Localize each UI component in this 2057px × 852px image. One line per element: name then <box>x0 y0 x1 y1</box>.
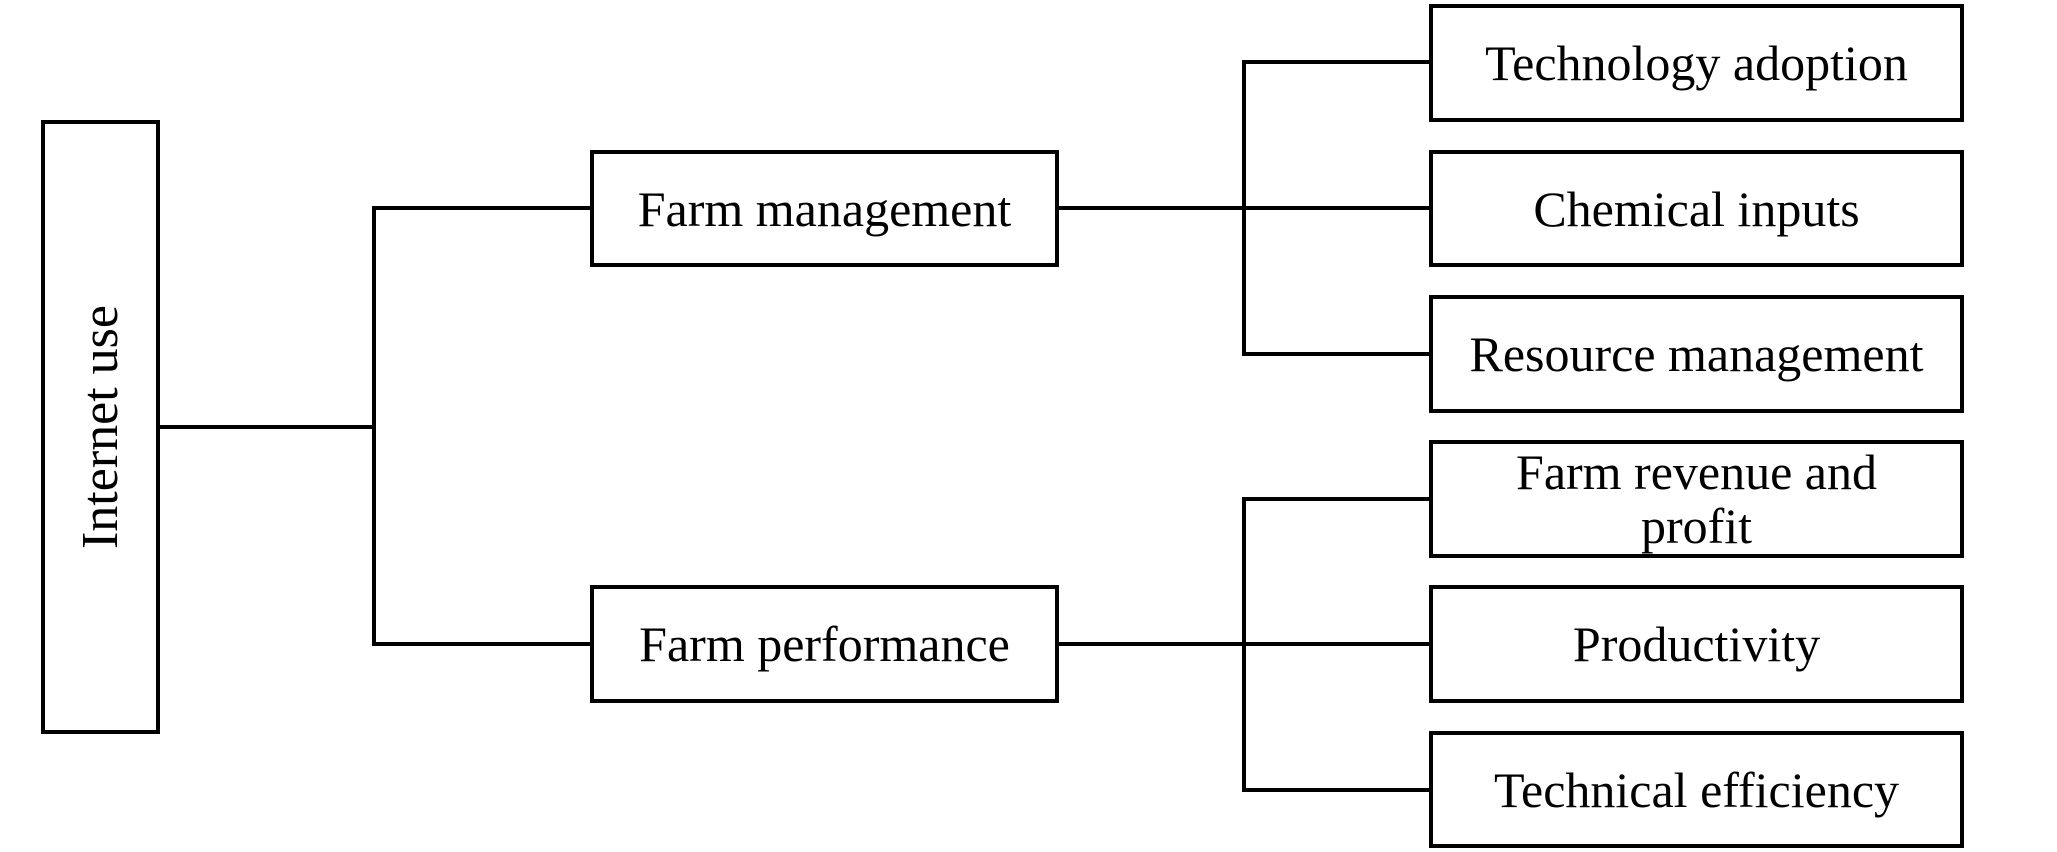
chemical-inputs-label: Chemical inputs <box>1533 180 1860 237</box>
technical-efficiency-label: Technical efficiency <box>1493 761 1900 818</box>
root-to-branches-connector <box>158 206 593 646</box>
technology-adoption-box: Technology adoption <box>1429 4 1964 122</box>
farm-performance-label: Farm performance <box>639 616 1010 672</box>
farm-management-box: Farm management <box>590 150 1059 267</box>
technical-efficiency-box: Technical efficiency <box>1429 731 1964 848</box>
farm-performance-box: Farm performance <box>590 585 1059 703</box>
productivity-label: Productivity <box>1572 616 1821 672</box>
farm-management-to-children-connector <box>1056 60 1431 356</box>
productivity-box: Productivity <box>1429 585 1964 703</box>
chemical-inputs-box: Chemical inputs <box>1429 150 1964 267</box>
farm-revenue-and-profit-label: Farm revenue and profit <box>1516 444 1877 554</box>
farm-performance-to-children-connector <box>1056 497 1431 792</box>
internet-use-label: Internet use <box>71 304 129 550</box>
technology-adoption-label: Technology adoption <box>1485 35 1908 91</box>
farm-management-label: Farm management <box>637 180 1012 237</box>
internet-use-box: Internet use <box>41 120 160 734</box>
farm-revenue-and-profit-box: Farm revenue and profit <box>1429 440 1964 558</box>
resource-management-box: Resource management <box>1429 295 1964 413</box>
resource-management-label: Resource management <box>1469 326 1924 382</box>
